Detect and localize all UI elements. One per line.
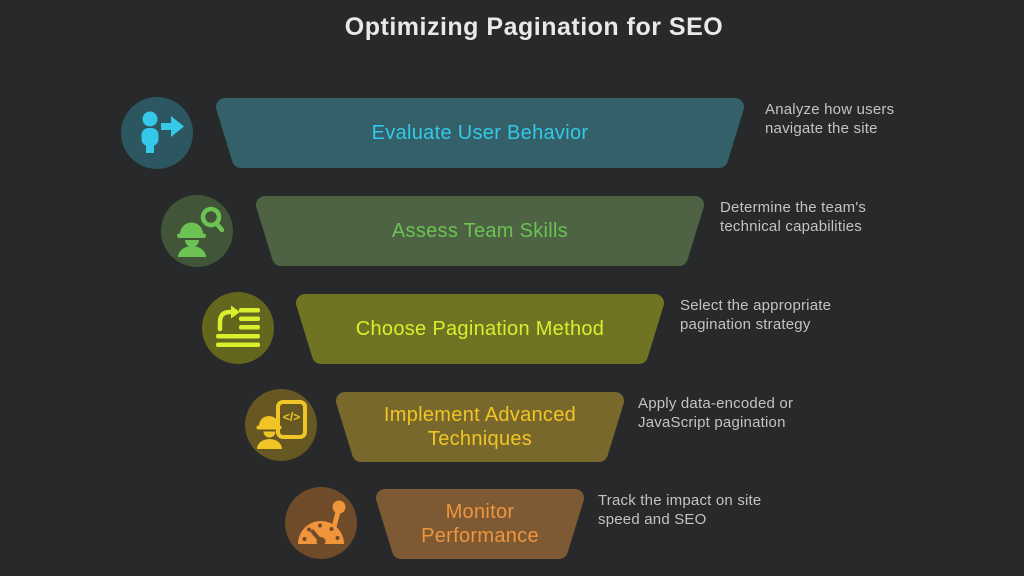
person-arrow-icon — [121, 97, 193, 169]
funnel-step-evaluate-user-behavior: Evaluate User Behavior — [215, 98, 745, 168]
worker-code-icon: </> — [245, 389, 317, 461]
funnel-step-monitor-performance: Monitor Performance — [375, 489, 585, 559]
step-label: Evaluate User Behavior — [371, 122, 589, 144]
step-description: Determine the team's technical capabilit… — [720, 199, 867, 235]
step-label: Choose Pagination Method — [355, 318, 605, 340]
list-arrow-icon — [202, 292, 274, 364]
page-title: Optimizing Pagination for SEO — [344, 13, 724, 41]
step-description: Analyze how users navigate the site — [765, 101, 895, 137]
funnel-step-choose-pagination-method: Choose Pagination Method — [295, 294, 665, 364]
step-label: Implement Advanced Techniques — [383, 404, 577, 450]
step-description: Apply data-encoded or JavaScript paginat… — [638, 395, 794, 431]
svg-text:</>: </> — [283, 410, 300, 424]
step-label: Assess Team Skills — [391, 220, 569, 242]
worker-search-icon — [161, 195, 233, 267]
step-description: Track the impact on site speed and SEO — [598, 492, 762, 528]
speedometer-icon — [285, 487, 357, 559]
funnel-step-assess-team-skills: Assess Team Skills — [255, 196, 705, 266]
step-label: Monitor Performance — [421, 501, 539, 547]
funnel-step-implement-advanced-techniques: Implement Advanced Techniques — [335, 392, 625, 462]
step-description: Select the appropriate pagination strate… — [680, 297, 832, 333]
